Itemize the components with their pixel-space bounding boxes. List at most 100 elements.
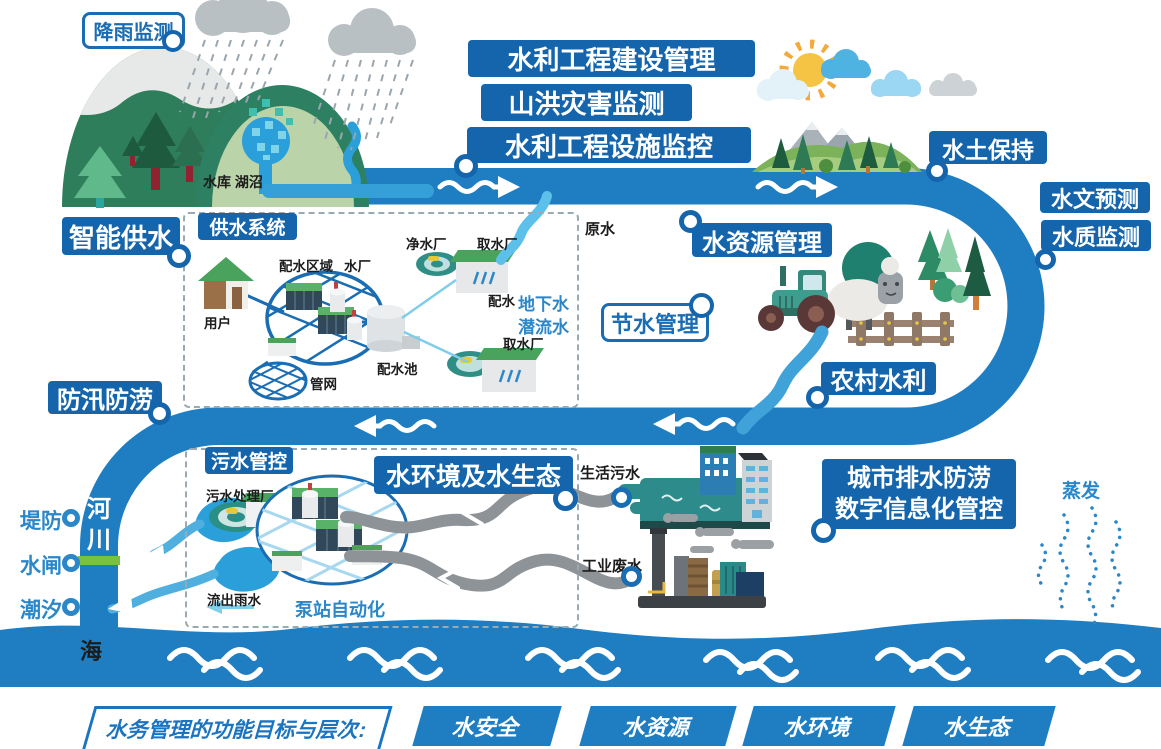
industrial-waste-connector xyxy=(621,566,642,587)
soil-conservation-banner: 水土保持 xyxy=(929,131,1047,164)
supply-box-title: 供水系统 xyxy=(198,213,297,240)
rain-lines-right xyxy=(311,59,414,151)
flood-disaster-banner: 山洪灾害监测 xyxy=(481,84,692,121)
env-eco-connector xyxy=(553,486,578,511)
dist-label: 配水 xyxy=(488,294,515,309)
evaporation-label: 蒸发 xyxy=(1062,481,1101,502)
quality-monitor-banner: 水质监测 xyxy=(1041,220,1151,251)
supply-system-box xyxy=(183,212,579,408)
footer-item-water-environment: 水环境 xyxy=(742,706,896,746)
farm-stream xyxy=(736,325,829,435)
flood-control-banner: 防汛防涝 xyxy=(48,381,162,414)
dist-area-label: 配水区域 xyxy=(279,259,333,274)
purify-plant-label: 净水厂 xyxy=(406,237,447,252)
facility-monitor-banner: 水利工程设施监控 xyxy=(467,127,751,163)
sea xyxy=(0,619,1161,687)
flood-control-connector xyxy=(148,402,171,425)
rain-lines-left xyxy=(179,39,284,119)
urban-drainage-connector xyxy=(811,518,836,543)
intake-plant-lower xyxy=(447,348,544,392)
intake-lower-label: 取水厂 xyxy=(503,337,544,352)
hydro-forecast-banner: 水文预测 xyxy=(1040,182,1150,213)
rain-monitor-connector xyxy=(162,30,184,52)
river-loop xyxy=(80,168,1045,648)
top-banners-connector xyxy=(454,154,478,178)
soil-conservation-connector xyxy=(926,160,948,182)
sea-waves xyxy=(167,647,1141,683)
tractor xyxy=(758,266,835,333)
water-plant-label: 水厂 xyxy=(344,259,371,274)
footer-item-water-safety: 水安全 xyxy=(412,706,562,746)
footer-item-water-ecology: 水生态 xyxy=(902,706,1056,746)
treatment-plant-label: 污水处理厂 xyxy=(206,489,274,504)
urban-drainage-banner: 城市排水防涝 数字信息化管控 xyxy=(822,459,1016,529)
reservoir-label: 水库 湖沼 xyxy=(203,174,263,190)
rural-water-banner: 农村水利 xyxy=(821,362,936,395)
cloud-white xyxy=(757,69,809,101)
dark-pine-tree xyxy=(136,112,176,146)
dike-label: 堤防 xyxy=(20,510,62,533)
evaporation-squiggles xyxy=(1036,506,1122,626)
city-buildings xyxy=(618,446,772,529)
user-label: 用户 xyxy=(204,316,231,331)
sluice-marker xyxy=(62,554,80,572)
reservoir-outflow xyxy=(262,184,434,198)
resource-mgmt-connector xyxy=(679,210,702,233)
smart-supply-connector xyxy=(167,244,191,268)
urban-drainage-line1: 城市排水防涝 xyxy=(847,464,991,492)
env-eco-banner: 水环境及水生态 xyxy=(374,456,573,494)
sewage-box-title: 污水管控 xyxy=(205,447,293,474)
flow-arrow-left-1 xyxy=(354,415,437,437)
factory xyxy=(638,513,774,608)
smart-supply-banner: 智能供水 xyxy=(62,217,180,255)
raw-water-label: 原水 xyxy=(585,221,616,238)
resource-mgmt-banner: 水资源管理 xyxy=(692,223,832,257)
pipe-arrows xyxy=(436,502,484,590)
sewage-icons xyxy=(107,474,409,614)
pond-blob-2 xyxy=(213,546,280,592)
footer-item-water-resource: 水资源 xyxy=(579,706,737,746)
mountain-stream xyxy=(343,121,361,197)
groundwater-label: 地下水潜流水 xyxy=(518,295,569,337)
sluice-label: 水闸 xyxy=(20,555,62,578)
construction-mgmt-banner: 水利工程建设管理 xyxy=(468,40,755,77)
flow-arrow-right-1 xyxy=(437,176,520,198)
water-saving-connector xyxy=(689,293,714,318)
outflow-rain-label: 流出雨水 xyxy=(207,593,261,608)
house-icon xyxy=(198,257,254,309)
cloud-gray xyxy=(929,73,977,96)
intake-upper-label: 取水厂 xyxy=(477,237,518,252)
quality-monitor-connector xyxy=(1035,249,1056,270)
sheep xyxy=(828,257,903,330)
tide-marker xyxy=(62,598,80,616)
sluice-gate-bar xyxy=(78,556,120,565)
distribution-tank xyxy=(367,305,420,352)
sewage-control-box xyxy=(185,448,579,628)
right-landscape xyxy=(752,122,922,174)
network-label: 管网 xyxy=(310,377,337,392)
purify-plant-icon xyxy=(416,252,458,276)
sea-label: 海 xyxy=(80,639,103,664)
river-channel-label: 河川 xyxy=(87,496,111,555)
rain-cloud-right xyxy=(328,8,416,56)
pipe-network-icon xyxy=(248,361,308,401)
outflow-arrow xyxy=(206,600,254,614)
footer-title: 水务管理的功能目标与层次: xyxy=(81,706,393,749)
dike-marker xyxy=(62,509,80,527)
rain-cloud-left xyxy=(195,0,290,36)
domestic-sewage-connector xyxy=(611,487,632,508)
rural-water-connector xyxy=(806,386,829,409)
water-plant-buildings xyxy=(268,282,362,356)
flow-arrow-left-2 xyxy=(653,413,736,435)
farm-scene xyxy=(758,228,991,346)
dist-tank-label: 配水池 xyxy=(377,362,418,377)
reservoir-mountain xyxy=(195,85,369,207)
raw-water-stream xyxy=(496,191,552,265)
urban-drainage-line2: 数字信息化管控 xyxy=(835,496,1003,523)
pump-station-cluster xyxy=(255,474,409,586)
cloud-blue xyxy=(821,49,871,79)
pump-auto-label: 泵站自动化 xyxy=(295,600,385,620)
tide-label: 潮汐 xyxy=(20,599,62,622)
fence xyxy=(848,312,954,346)
